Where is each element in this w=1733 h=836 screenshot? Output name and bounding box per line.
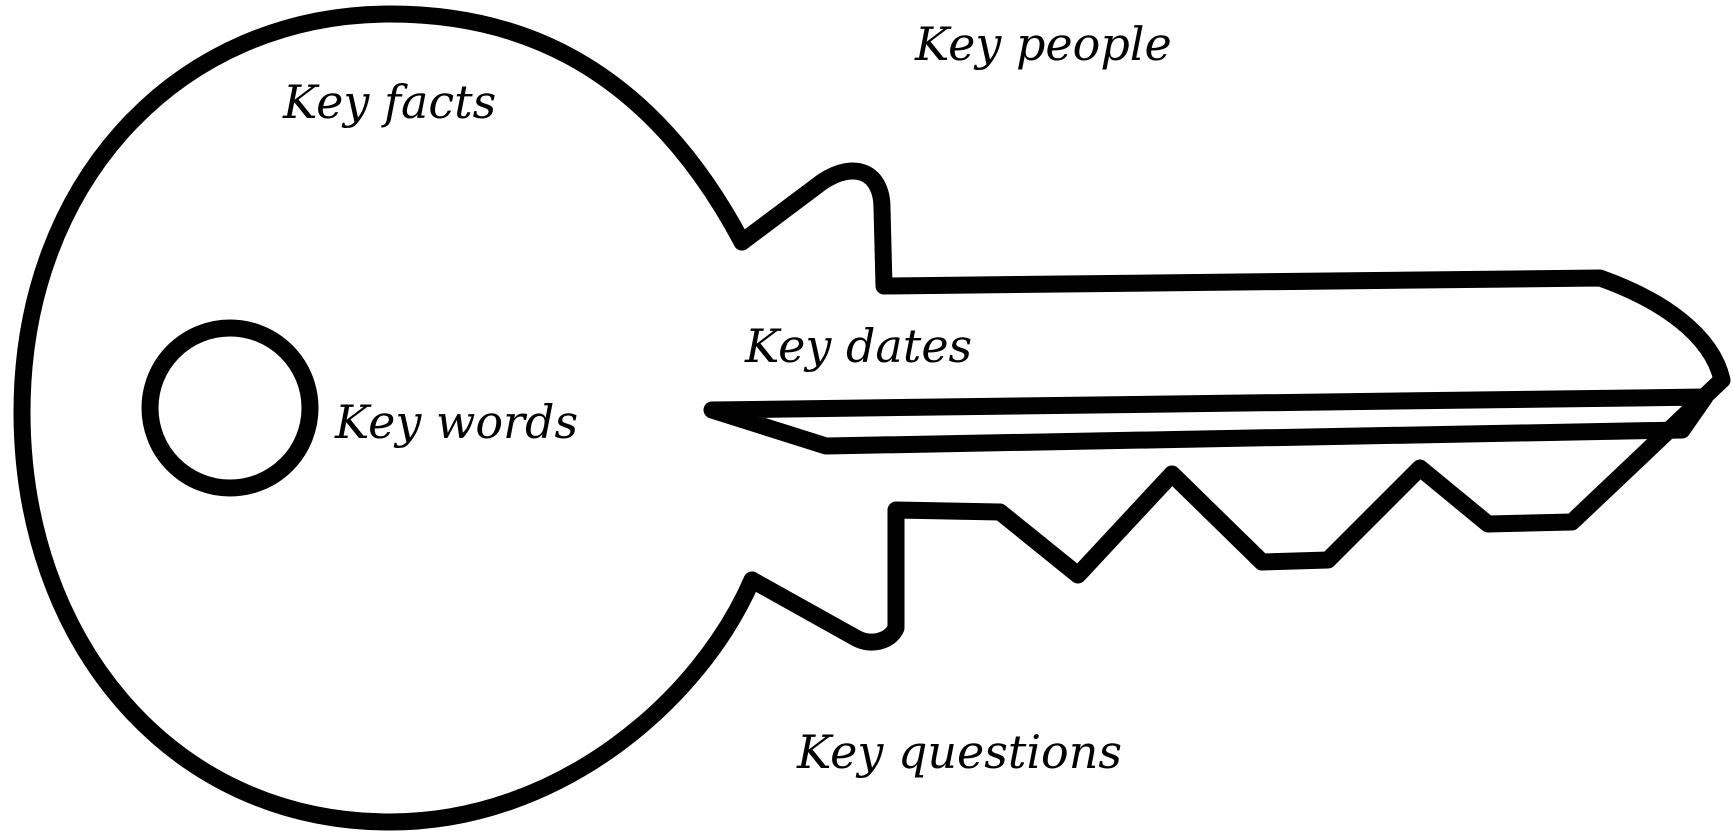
label-key-facts: Key facts bbox=[282, 75, 496, 129]
label-key-words: Key words bbox=[334, 395, 578, 449]
label-key-dates: Key dates bbox=[744, 319, 972, 373]
label-key-people: Key people bbox=[914, 17, 1172, 71]
label-key-questions: Key questions bbox=[796, 725, 1122, 779]
